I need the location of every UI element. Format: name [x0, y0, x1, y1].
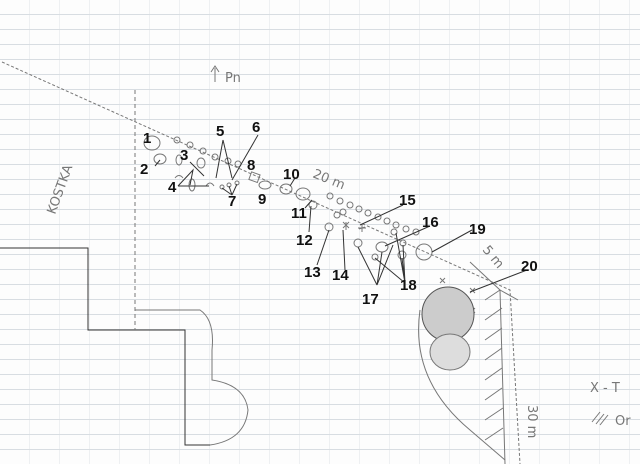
label-4: 4: [168, 179, 177, 196]
hatch-legend-icon: [591, 411, 609, 426]
label-5: 5: [216, 123, 224, 140]
legend-x: X - T: [590, 381, 620, 396]
label-18: 18: [400, 277, 417, 294]
boundary-corner: [499, 289, 519, 301]
distance-top: 20 m: [311, 167, 348, 193]
paving-label: KOSTKA: [45, 163, 77, 217]
label-15: 15: [399, 192, 416, 209]
label-2: 2: [140, 161, 148, 178]
boundary-line: [1, 61, 521, 464]
label-12: 12: [296, 232, 313, 249]
label-17: 17: [362, 291, 379, 308]
path-outline: [135, 309, 249, 446]
label-7: 7: [228, 193, 236, 210]
label-6: 6: [252, 119, 260, 136]
north-arrow-icon: [210, 65, 220, 82]
label-8: 8: [247, 157, 255, 174]
label-3: 3: [180, 147, 188, 164]
hatched-border: [484, 289, 504, 441]
label-9: 9: [258, 191, 266, 208]
leader-lines: [154, 134, 528, 293]
label-16: 16: [422, 214, 439, 231]
distance-bottom: 30 m: [524, 405, 539, 438]
plant-number-labels: 1 2 3 4 5 6 7 8 9 10 11 12 13 14 15 16 1…: [140, 119, 538, 308]
distance-right: 5 m: [479, 243, 507, 272]
plant-symbols: [143, 135, 476, 314]
label-14: 14: [332, 267, 349, 284]
label-13: 13: [304, 264, 321, 281]
boundary-inner-line: [469, 261, 506, 464]
label-10: 10: [283, 166, 300, 183]
pond-shape: [421, 286, 475, 371]
label-11: 11: [291, 205, 307, 222]
north-label: Pn: [225, 71, 241, 86]
legend-hatch: Or: [615, 414, 631, 429]
label-1: 1: [143, 130, 151, 147]
lawn-edge: [418, 309, 506, 461]
building-outline: [0, 247, 210, 446]
label-19: 19: [469, 221, 486, 238]
label-20: 20: [521, 258, 538, 275]
